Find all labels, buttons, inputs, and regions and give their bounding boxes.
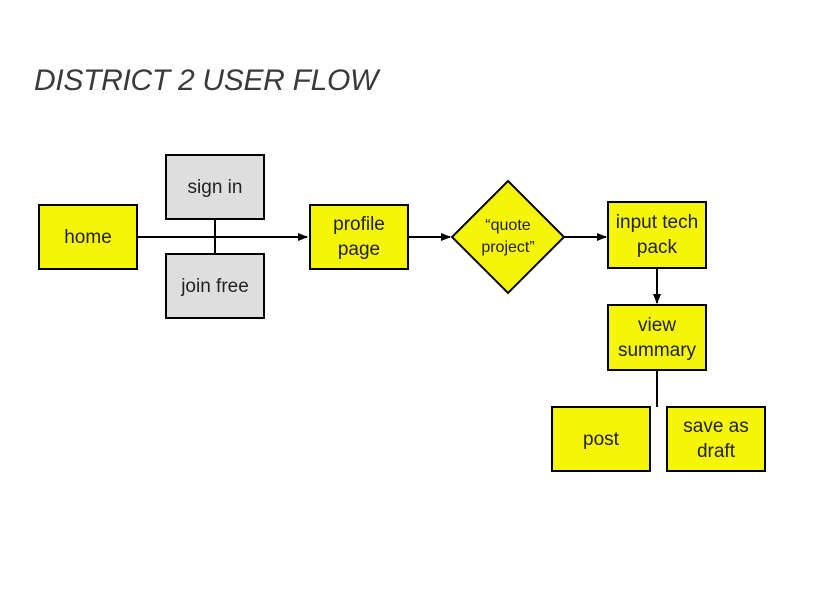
node-home[interactable]: home bbox=[38, 204, 138, 270]
node-join-free[interactable]: join free bbox=[165, 253, 265, 319]
quote-project-diamond[interactable] bbox=[450, 179, 566, 295]
node-save-as-draft[interactable]: save as draft bbox=[666, 406, 766, 472]
page-title: DISTRICT 2 USER FLOW bbox=[34, 64, 379, 97]
node-post[interactable]: post bbox=[551, 406, 651, 472]
node-profile-page[interactable]: profile page bbox=[309, 204, 409, 270]
node-sign-in[interactable]: sign in bbox=[165, 154, 265, 220]
node-quote-project-label: “quote project” bbox=[481, 217, 535, 256]
node-view-summary[interactable]: view summary bbox=[607, 304, 707, 371]
node-input-tech-pack[interactable]: input tech pack bbox=[607, 201, 707, 269]
